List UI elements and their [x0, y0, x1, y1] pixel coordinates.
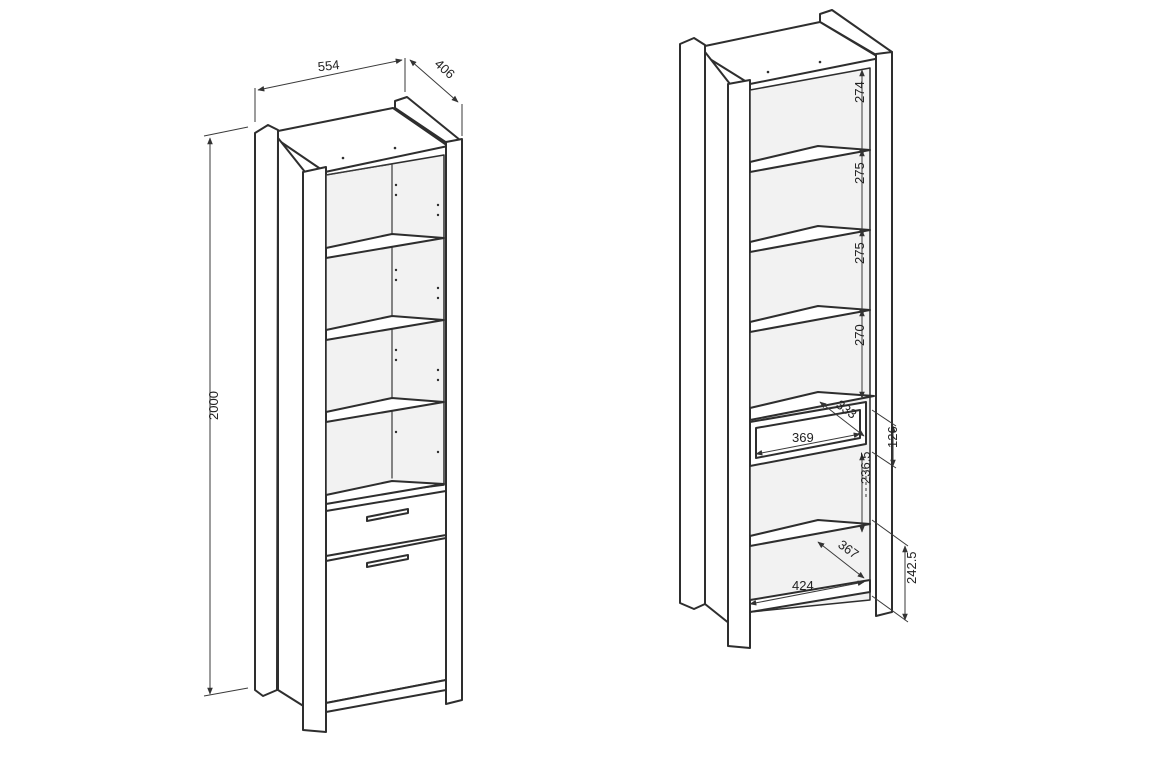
dimension-height: 2000 — [203, 126, 249, 697]
shelf-gap-2-label: 275 — [852, 162, 867, 184]
bottom-width-label: 424 — [792, 578, 814, 593]
bottom-height-label: 242.5 — [904, 551, 919, 584]
drawer-handle-left — [366, 508, 409, 522]
lower-gap-label: 236.5 — [858, 451, 873, 484]
shelf-gap-1-label: 274 — [852, 81, 867, 103]
width-label: 554 — [317, 57, 340, 74]
dimension-width: 554 — [254, 57, 406, 122]
door-handle-left — [366, 554, 409, 568]
shelf-dimensions: 274 275 275 270 — [852, 69, 867, 399]
cabinet-right: 274 275 275 270 333 369 126 236.5 367 — [679, 9, 919, 649]
shelf-pins-left — [394, 183, 440, 454]
drawer-width-label: 369 — [792, 430, 814, 445]
shelf-gap-3-label: 275 — [852, 242, 867, 264]
depth-label: 406 — [432, 56, 458, 82]
drawer-height-label: 126 — [885, 426, 900, 448]
cabinet-left: 554 406 2000 — [203, 56, 463, 733]
shelf-gap-4-label: 270 — [852, 324, 867, 346]
height-label: 2000 — [206, 391, 221, 420]
